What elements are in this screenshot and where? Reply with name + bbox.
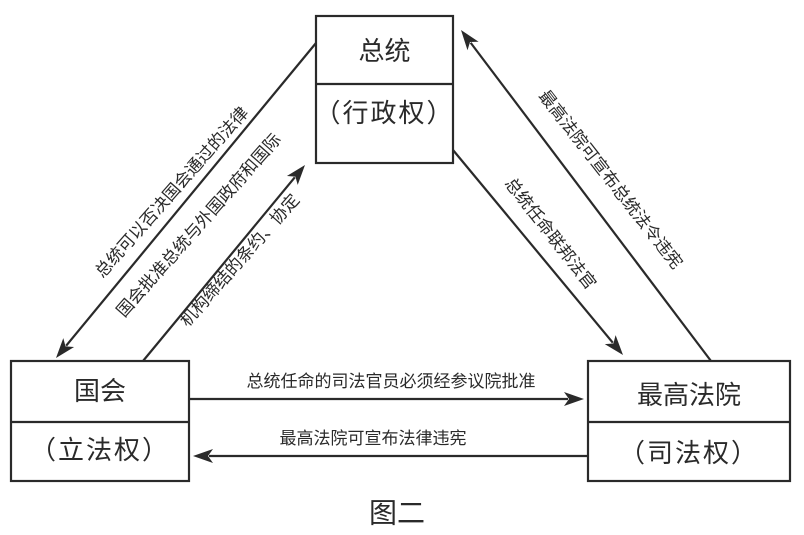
court-subtitle: （司法权） <box>619 439 759 469</box>
label-treaty-line2: 机构缔结的条约、协定 <box>176 190 304 331</box>
arrow-senate-confirm <box>189 392 584 406</box>
arrow-appoint-judges-line <box>452 149 614 344</box>
president-title: 总统 <box>358 37 410 67</box>
court-title: 最高法院 <box>637 381 741 411</box>
arrow-court-review-president-line <box>469 42 712 362</box>
arrow-veto-head <box>56 338 75 358</box>
arrow-treaty-line <box>142 176 296 362</box>
label-senate-confirm: 总统任命的司法官员必须经参议院批准 <box>247 372 536 392</box>
figure-caption: 图二 <box>369 497 425 530</box>
node-president: 总统 （行政权） <box>314 14 455 165</box>
node-congress: 国会 （立法权） <box>9 359 191 483</box>
label-court-review-law: 最高法院可宣布法律违宪 <box>280 429 467 449</box>
president-subtitle: （行政权） <box>314 99 454 129</box>
arrow-appoint-judges <box>452 149 623 355</box>
arrow-treaty-head <box>286 165 305 185</box>
arrow-court-review-president-head <box>461 30 479 51</box>
node-supreme-court: 最高法院 （司法权） <box>586 359 792 483</box>
arrow-treaty <box>142 165 305 362</box>
arrows-layer <box>56 30 712 463</box>
arrow-court-review-law-head <box>193 449 213 463</box>
arrow-senate-confirm-head <box>564 392 584 406</box>
arrow-court-review-law <box>193 449 588 463</box>
arrow-appoint-judges-head <box>604 335 623 355</box>
congress-subtitle: （立法权） <box>30 436 170 466</box>
arrow-court-review-president <box>461 30 712 362</box>
arrow-veto <box>56 42 317 358</box>
arrow-veto-line <box>65 42 317 347</box>
president-box <box>314 14 455 165</box>
congress-title: 国会 <box>74 377 126 407</box>
